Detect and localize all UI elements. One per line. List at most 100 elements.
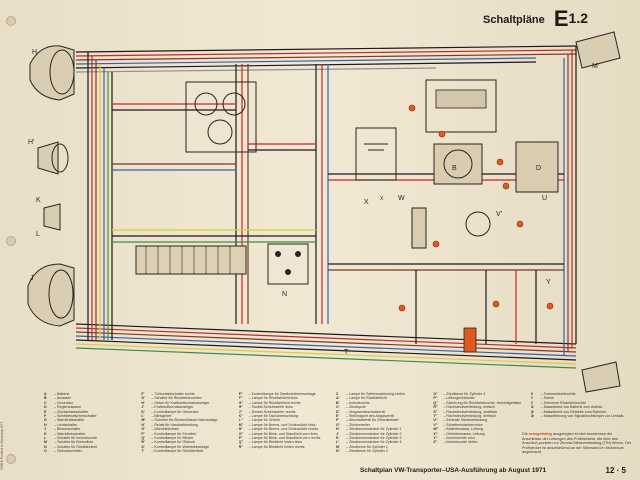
legend-text: – Fernmeldeerleuchte (540, 392, 576, 396)
legend-row: L'– Zündkerzenstecker für Zylinder 4 (336, 440, 429, 444)
legend-text: – Sockel-Scheinwerfer links (248, 405, 293, 410)
section-number: 1.2 (568, 10, 588, 26)
legend-row: N'– Zündkerze für Zylinder 2 (336, 449, 429, 453)
legend-row: K'– Kontrolllampe für Generator (141, 410, 234, 414)
legend-key: J' (335, 431, 339, 436)
legend-text: – Flachsteckverbindung, zweifach (443, 409, 498, 414)
legend-text: – Warnblinkschalter (54, 431, 86, 436)
test-plug-note: Die orangefarbig ausgelegten Kreise beze… (522, 432, 632, 455)
legend-text: – Kontrolllampe für Fernlicht (151, 431, 197, 436)
legend-key: X'' (433, 431, 438, 436)
legend-text: – Kontrolllampe für Öldruck (151, 440, 195, 445)
legend-key: F (44, 414, 47, 419)
legend-row: A– Batterie (44, 392, 137, 396)
legend-key: D (44, 405, 47, 410)
legend-row: R'– Kontrolllampe für Öldruck (141, 440, 234, 444)
legend-key: D' (335, 409, 340, 414)
legend-text: – Massebend von Batterie zum Aufbau (540, 405, 603, 410)
legend-row: X – Fernmeldeerleuchte (531, 392, 624, 396)
legend-key: ③ (530, 414, 534, 419)
legend-row: X''– Getriebemasse, Leitung (433, 432, 526, 436)
legend-key: B' (335, 400, 340, 405)
legend-row: G''– Lampe für Rückfahrlicht rechts (239, 401, 332, 405)
legend-text: – Summer für Zündschlüssel-Warnanlage (151, 418, 218, 423)
legend-row: D' – Vergaserabschaltventil (336, 410, 429, 414)
note-intro: Die (522, 432, 528, 436)
legend-text: – Sirenenm Rückfahrleuchte (540, 400, 586, 405)
legend-text: – Scheibenwischermotor (443, 422, 483, 427)
legend-key: X (530, 392, 534, 396)
legend-row: J'– Kraftstoffvorratsanzeiger (141, 405, 234, 409)
legend-row: R''– Flachsteckverbindung, einfach (433, 405, 526, 409)
legend-key: O'' (433, 392, 438, 396)
legend-text: – Generator (54, 400, 74, 405)
legend-key: Q'' (238, 440, 244, 445)
legend-key: Z (530, 400, 533, 405)
label-b: B (452, 165, 457, 172)
legend-text: – Sirene (540, 396, 555, 401)
legend-row: K – Warnblinkschalter (44, 432, 137, 436)
legend-key: S'' (433, 409, 438, 414)
binder-hole (6, 236, 16, 246)
legend-row: ① – Massebend von Batterie zum Aufbau (531, 405, 624, 409)
headlamp-upper-left (29, 45, 75, 101)
legend-key: F'' (238, 396, 243, 401)
starter-motor (515, 141, 559, 193)
legend-key: G' (141, 396, 145, 401)
legend-text: – Lampe für Zeituhr (248, 418, 281, 423)
legend-row: F'– Abschaltventil für Zentralbedarf (336, 418, 429, 422)
legend-row: H'– Geber für Kraftstoffvorratsanzeiger (141, 401, 234, 405)
legend-row: C'– Zündspule (336, 405, 429, 409)
legend-key: N'' (238, 427, 243, 432)
legend-key: L'' (238, 418, 243, 423)
legend-row: M'– Zündkerze für Zylinder 1 (336, 445, 429, 449)
legend-row: Q''– Sicherung für Rückfahrleuchte, Heiz… (433, 401, 526, 405)
legend-key: N (44, 444, 47, 449)
legend-row: V''– Scheibenwischermotor (433, 423, 526, 427)
legend-text: – Schalter für Bremslicht (54, 440, 94, 445)
legend-key: R'' (433, 405, 438, 410)
lamp-left-mid-2 (43, 203, 61, 231)
legend-text: – Zündkerzenstecker für Zylinder 2 (345, 431, 402, 436)
label-h-prime: H' (28, 139, 34, 146)
instrument-cluster (185, 81, 257, 153)
legend-key: S' (141, 444, 145, 449)
legend-key: M'' (238, 422, 244, 427)
legend-text: – Blinkerschalter (54, 427, 81, 432)
label-ground-x: X (380, 196, 384, 202)
legend-text: – Kraftstoffvorratsanzeiger (151, 405, 194, 410)
legend-key: L (44, 436, 47, 441)
fuse-box (135, 245, 247, 275)
legend-text: – Zündkerzenstecker für Zylinder 4 (345, 440, 402, 445)
binder-hole (6, 454, 16, 464)
legend-text: – Warnlichtschalter (54, 418, 85, 423)
legend-key: U'' (433, 418, 438, 423)
legend-text: – Kontrolllampe für Warnblinkanlage (151, 444, 210, 449)
legend-row: H''– Sockel-Scheinwerfer links (239, 405, 332, 409)
legend-text: – Lampe für Brems- und Schlusslicht link… (248, 422, 316, 427)
legend-key: Y'' (433, 436, 438, 441)
legend-key: Y (530, 396, 534, 401)
note-text: ausgelegten Kreise bezeichnen die Anschl… (522, 432, 632, 455)
legend-key: H' (141, 400, 145, 405)
legend-row: E'– Stellmagnet des Abgasventil (336, 414, 429, 418)
legend-key: P'' (433, 396, 438, 401)
lamp-bottom-right (581, 361, 621, 393)
legend-row: ②– Massebend von Getriebe zum Rahmen (531, 410, 624, 414)
legend-text: – Schalter für Rückfahrlicht (54, 444, 98, 449)
legend-key: ① (530, 405, 534, 410)
legend-text: – Kontrolllampe für Zweikreisbremsanlage (248, 392, 316, 396)
legend-text: – Vergaserabschaltventil (345, 409, 386, 414)
legend-text: – Öldruckschalter (54, 449, 82, 454)
label-x: X (364, 199, 369, 206)
legend-row: P''– Leitungsverbinder (433, 396, 526, 400)
legend-row: G'– Zündverteiler (336, 423, 429, 427)
legend-key: J'' (238, 409, 243, 414)
legend-row: S'' – Flachsteckverbindung, zweifach (433, 410, 526, 414)
page-title: Schaltpläne E1.2 (483, 6, 588, 32)
legend-key: K (44, 431, 47, 436)
legend-key: G'' (238, 400, 244, 405)
